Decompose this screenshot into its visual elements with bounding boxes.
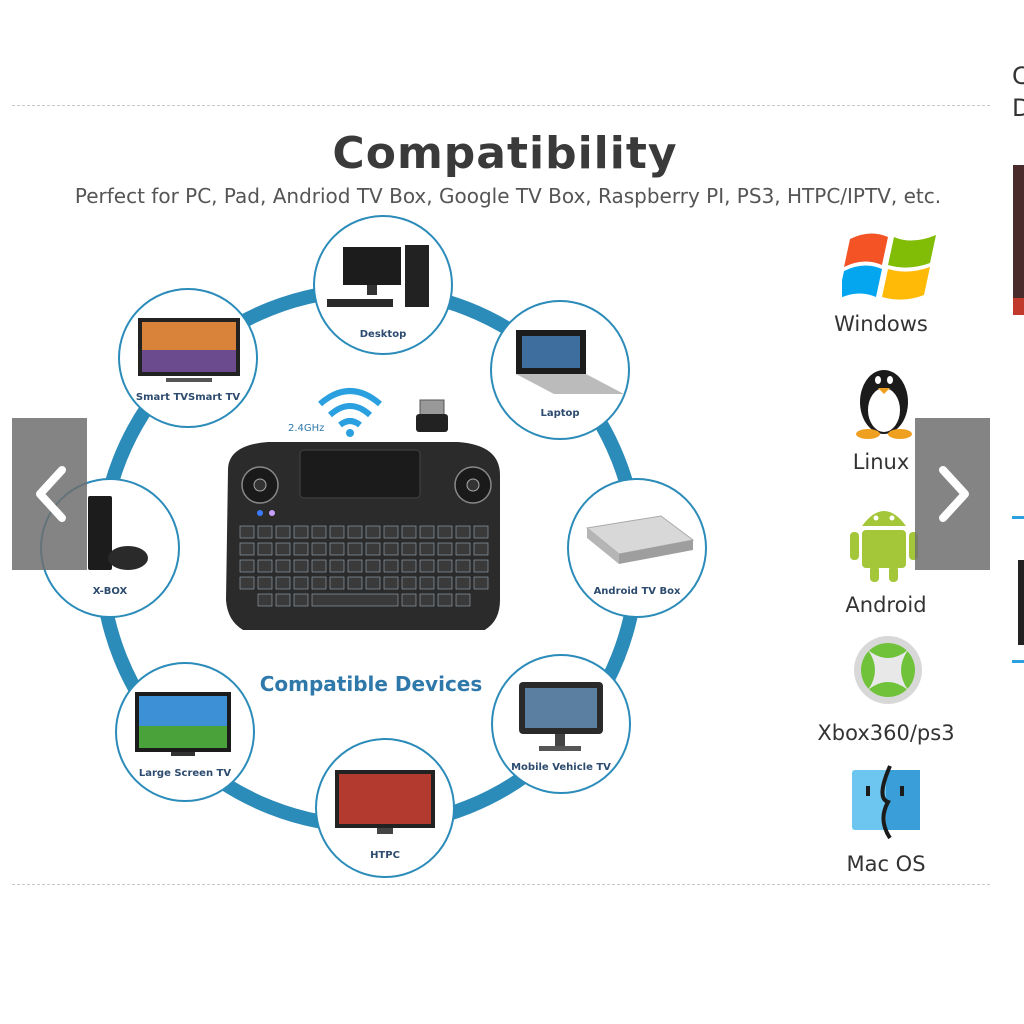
bottom-divider <box>12 884 990 885</box>
os-label-xbox360-ps3: Xbox360/ps3 <box>817 721 955 745</box>
os-label-android: Android <box>845 593 927 617</box>
usb-dongle-icon <box>416 399 448 432</box>
wifi-icon <box>318 388 382 437</box>
edge-line-1 <box>1012 516 1024 519</box>
xbox-logo-icon <box>854 636 922 704</box>
vehicle-tv-icon <box>519 682 603 751</box>
edge-thumbnail-2[interactable] <box>1018 560 1024 645</box>
page-title: Compatibility <box>332 128 678 179</box>
device-mobile-vehicle-tv: Mobile Vehicle TV <box>491 654 631 794</box>
mac-finder-icon <box>852 765 920 840</box>
desktop-icon <box>327 245 429 307</box>
edge-text-1: C <box>1012 62 1024 90</box>
page-subtitle: Perfect for PC, Pad, Andriod TV Box, Goo… <box>74 184 942 208</box>
android-robot-icon <box>850 511 918 582</box>
carousel-next-button[interactable] <box>915 418 990 570</box>
chevron-right-icon <box>939 466 969 522</box>
laptop-icon <box>516 330 624 394</box>
device-label-htpc: HTPC <box>370 850 400 861</box>
device-label-android-tv-box: Android TV Box <box>593 586 681 597</box>
htpc-icon <box>335 770 435 834</box>
device-label-smart-tv: Smart TVSmart TV <box>135 392 241 403</box>
xbox-console-icon <box>88 496 148 570</box>
edge-line-2 <box>1012 660 1024 663</box>
keyboard-image <box>226 388 500 630</box>
compatible-devices-label: Compatible Devices <box>259 672 483 696</box>
windows-logo-icon <box>842 233 936 300</box>
device-smart-tv: Smart TVSmart TV <box>118 288 258 428</box>
linux-penguin-icon <box>856 370 912 439</box>
os-label-mac-os: Mac OS <box>846 852 926 876</box>
device-htpc: HTPC <box>315 738 455 878</box>
device-label-large-screen-tv: Large Screen TV <box>138 768 232 779</box>
device-large-screen-tv: Large Screen TV <box>115 662 255 802</box>
carousel-prev-button[interactable] <box>12 418 87 570</box>
device-laptop: Laptop <box>490 300 630 440</box>
tv-box-icon <box>585 515 695 564</box>
device-label-desktop: Desktop <box>359 329 407 340</box>
edge-thumbnail[interactable] <box>1013 165 1024 315</box>
wifi-band-label: 2.4GHz <box>288 423 325 434</box>
device-label-laptop: Laptop <box>540 408 580 419</box>
os-label-linux: Linux <box>852 450 910 474</box>
edge-text-2: D <box>1012 94 1024 122</box>
edge-thumbnail-accent <box>1013 298 1024 315</box>
os-label-windows: Windows <box>834 312 928 336</box>
device-label-xbox: X-BOX <box>92 586 128 597</box>
large-tv-icon <box>135 692 231 756</box>
device-label-mobile-vehicle-tv: Mobile Vehicle TV <box>511 762 611 773</box>
device-desktop: Desktop <box>313 215 453 355</box>
chevron-left-icon <box>36 466 66 522</box>
smart-tv-icon <box>138 318 240 382</box>
device-android-tv-box: Android TV Box <box>567 478 707 618</box>
top-divider <box>12 105 990 106</box>
